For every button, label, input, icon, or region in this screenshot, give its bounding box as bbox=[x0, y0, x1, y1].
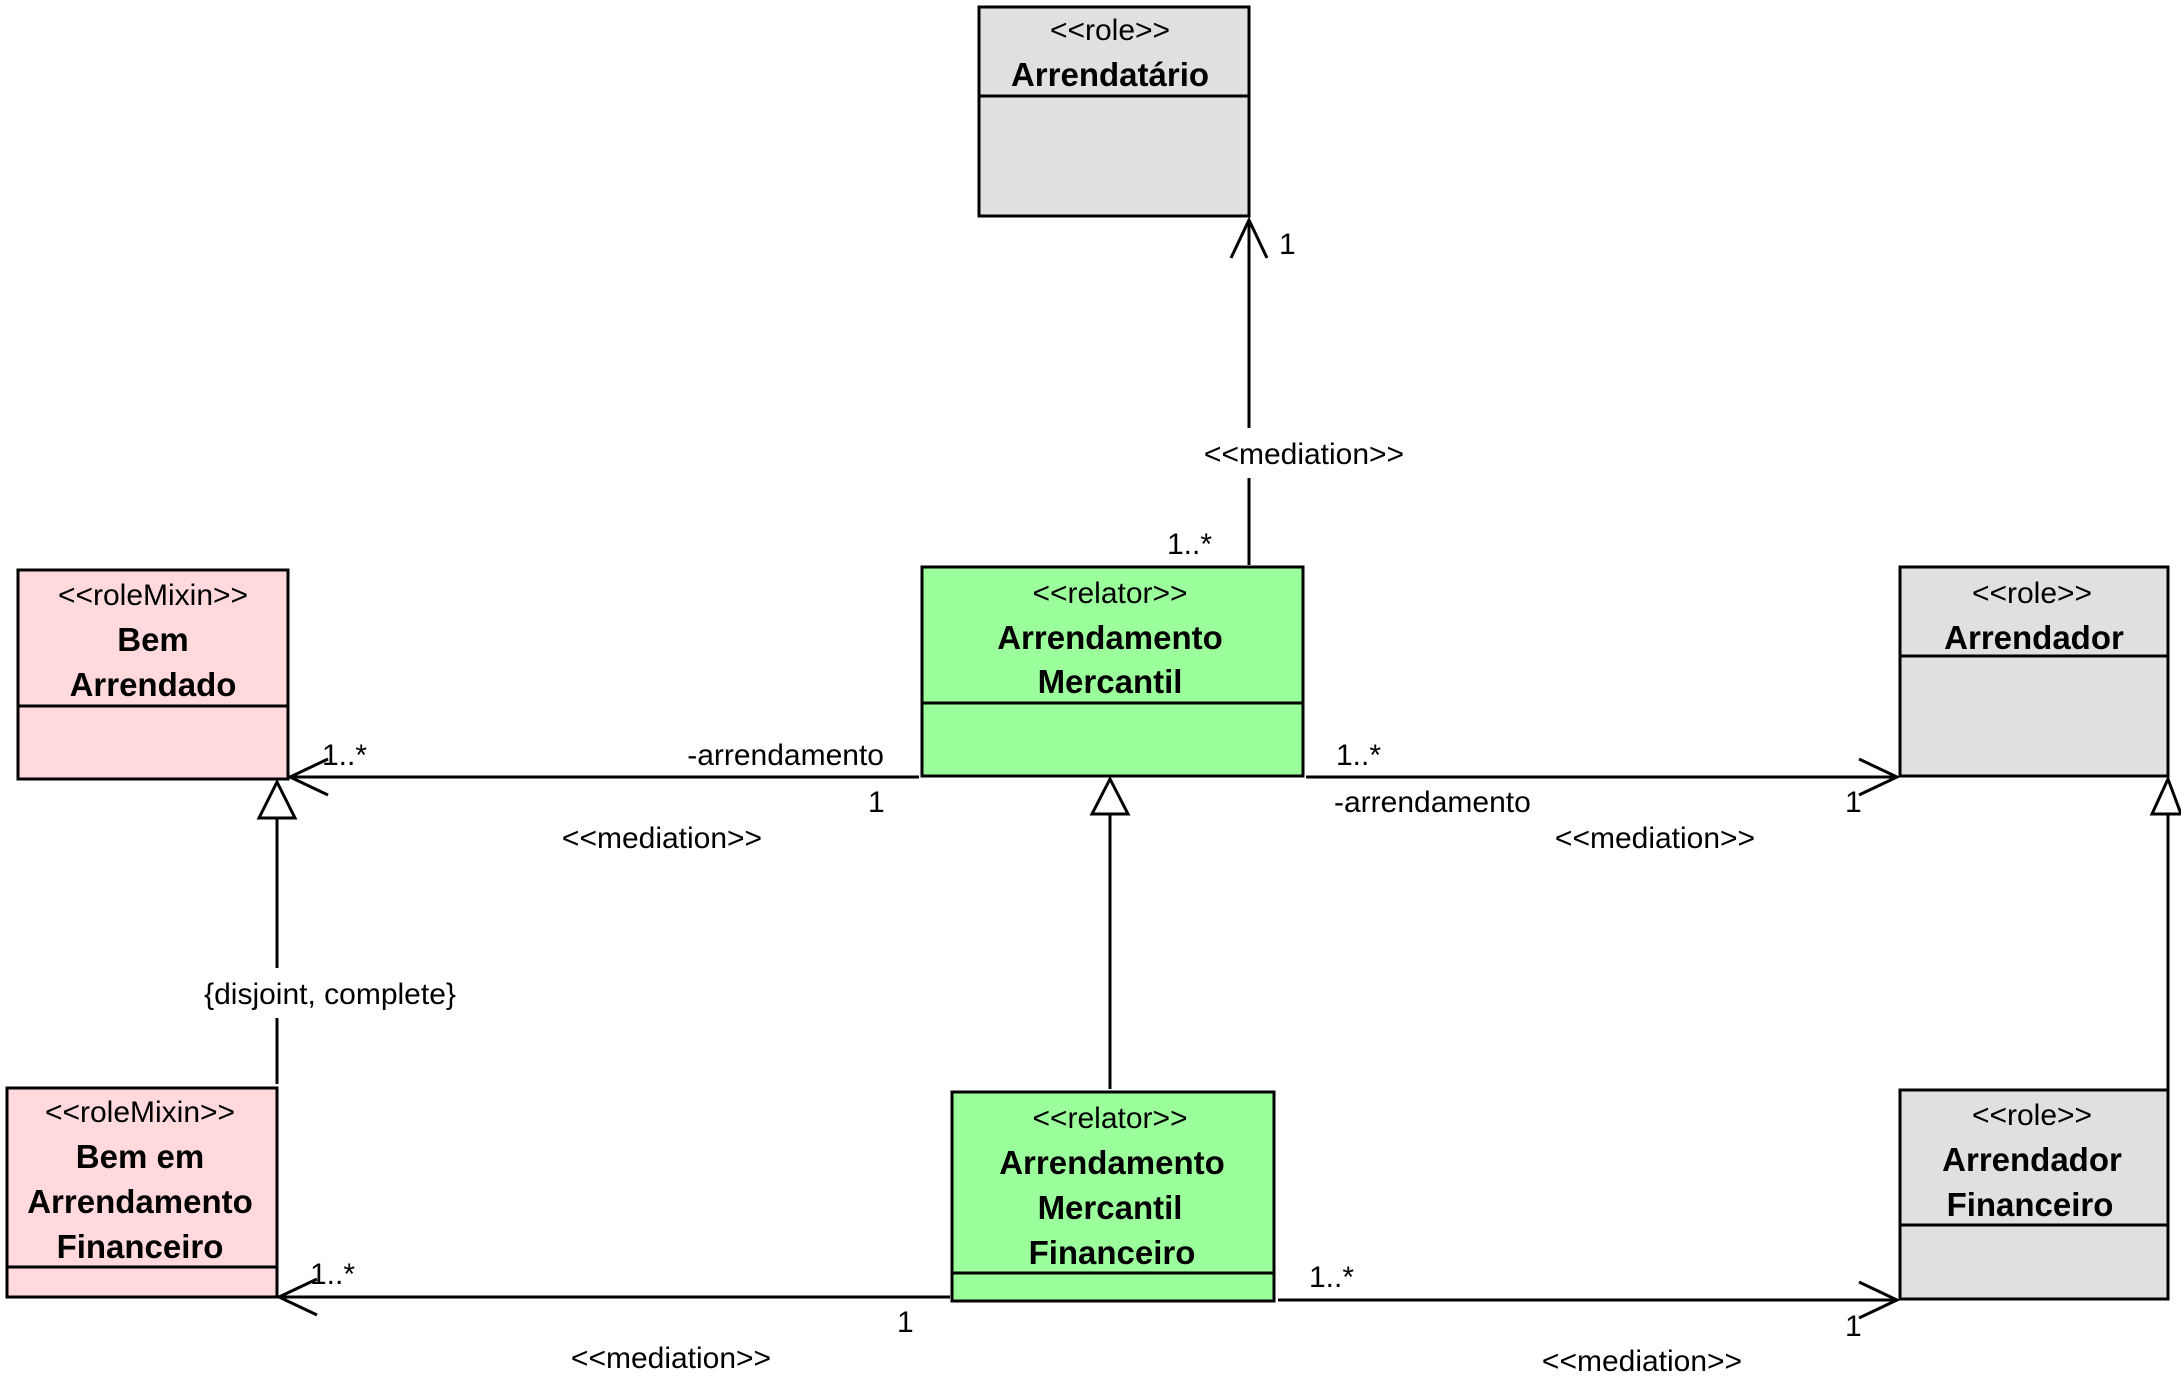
class-arrendamento-mercantil-financeiro[interactable]: <<relator>> Arrendamento Mercantil Finan… bbox=[950, 1090, 1276, 1303]
class-name-line-3: Financeiro bbox=[57, 1228, 224, 1265]
class-name-line-1: Bem em bbox=[76, 1138, 204, 1175]
generalization-triangle bbox=[256, 778, 298, 820]
class-box bbox=[5, 1086, 279, 1299]
association-amf-arrendador-fin: 1..* 1 <<mediation>> bbox=[1278, 1261, 1901, 1378]
association-stereotype-label: <<mediation>> bbox=[1555, 822, 1755, 855]
class-arrendador-financeiro[interactable]: <<role>> Arrendador Financeiro bbox=[1898, 1088, 2170, 1301]
class-arrendatario[interactable]: <<role>> Arrendatário bbox=[977, 5, 1251, 218]
generalization-triangle bbox=[2149, 775, 2181, 816]
role-name: -arrendamento bbox=[687, 739, 884, 772]
navigability-arrowhead bbox=[1858, 1280, 1901, 1320]
target-multiplicity: 1..* bbox=[310, 1258, 355, 1291]
class-name-line-2: Mercantil bbox=[1038, 1189, 1183, 1226]
class-name-line-1: Arrendador bbox=[1942, 1141, 2122, 1178]
class-stereotype: <<roleMixin>> bbox=[58, 579, 248, 612]
class-stereotype: <<role>> bbox=[1972, 577, 2092, 610]
class-arrendador[interactable]: <<role>> Arrendador bbox=[1898, 565, 2170, 778]
class-box bbox=[920, 565, 1305, 778]
generalization-arrendamento bbox=[1089, 775, 1131, 1089]
class-name-line-2: Mercantil bbox=[1038, 663, 1183, 700]
navigability-arrowhead bbox=[1858, 757, 1901, 797]
target-multiplicity: 1 bbox=[1279, 228, 1296, 261]
class-name-line-2: Financeiro bbox=[1947, 1186, 2114, 1223]
association-amf-bem-fin: 1 1..* <<mediation>> bbox=[275, 1258, 950, 1375]
generalization-triangle bbox=[1089, 775, 1131, 816]
association-am-arrendador: 1..* -arrendamento 1 <<mediation>> bbox=[1306, 739, 1901, 855]
generalization-set-constraint: {disjoint, complete} bbox=[204, 978, 456, 1011]
class-name-line-1: Arrendamento bbox=[997, 619, 1223, 656]
class-box bbox=[1898, 565, 2170, 778]
target-multiplicity: 1..* bbox=[322, 739, 367, 772]
generalization-bem: {disjoint, complete} bbox=[204, 778, 456, 1084]
navigability-arrowhead bbox=[275, 1277, 318, 1317]
class-bem-em-arrendamento-financeiro[interactable]: <<roleMixin>> Bem em Arrendamento Financ… bbox=[5, 1086, 279, 1299]
association-am-arrendatario: <<mediation>> 1..* 1 bbox=[1167, 216, 1404, 565]
class-stereotype: <<role>> bbox=[1050, 14, 1170, 47]
class-name-line-1: Arrendador bbox=[1944, 619, 2124, 656]
class-stereotype: <<relator>> bbox=[1032, 1102, 1187, 1135]
class-bem-arrendado[interactable]: <<roleMixin>> Bem Arrendado bbox=[16, 568, 290, 781]
association-stereotype-label: <<mediation>> bbox=[1542, 1345, 1742, 1378]
class-name-line-1: Arrendamento bbox=[999, 1144, 1225, 1181]
association-stereotype-label: <<mediation>> bbox=[1204, 438, 1404, 471]
source-multiplicity: 1 bbox=[868, 786, 885, 819]
association-stereotype-label: <<mediation>> bbox=[562, 822, 762, 855]
source-multiplicity: 1..* bbox=[1336, 739, 1381, 772]
class-name-line-1: Bem bbox=[117, 621, 189, 658]
class-box bbox=[977, 5, 1251, 218]
class-box bbox=[1898, 1088, 2170, 1301]
source-multiplicity: 1 bbox=[897, 1306, 914, 1339]
association-stereotype-label: <<mediation>> bbox=[571, 1342, 771, 1375]
class-name-line-1: Arrendatário bbox=[1011, 56, 1209, 93]
target-multiplicity: 1 bbox=[1845, 786, 1862, 819]
role-name: -arrendamento bbox=[1334, 786, 1531, 819]
association-am-bem: -arrendamento 1 1..* <<mediation>> bbox=[286, 739, 919, 855]
class-name-line-3: Financeiro bbox=[1029, 1234, 1196, 1271]
class-box bbox=[16, 568, 290, 781]
class-arrendamento-mercantil[interactable]: <<relator>> Arrendamento Mercantil bbox=[920, 565, 1305, 778]
navigability-arrowhead bbox=[1229, 216, 1269, 259]
class-name-line-2: Arrendamento bbox=[27, 1183, 253, 1220]
generalization-arrendador bbox=[2149, 775, 2181, 1089]
class-stereotype: <<role>> bbox=[1972, 1099, 2092, 1132]
navigability-arrowhead bbox=[286, 757, 329, 797]
class-stereotype: <<roleMixin>> bbox=[45, 1096, 235, 1129]
class-name-line-2: Arrendado bbox=[70, 666, 237, 703]
target-multiplicity: 1 bbox=[1845, 1310, 1862, 1343]
class-stereotype: <<relator>> bbox=[1032, 577, 1187, 610]
source-multiplicity: 1..* bbox=[1309, 1261, 1354, 1294]
class-box bbox=[950, 1090, 1276, 1303]
source-multiplicity: 1..* bbox=[1167, 528, 1212, 561]
